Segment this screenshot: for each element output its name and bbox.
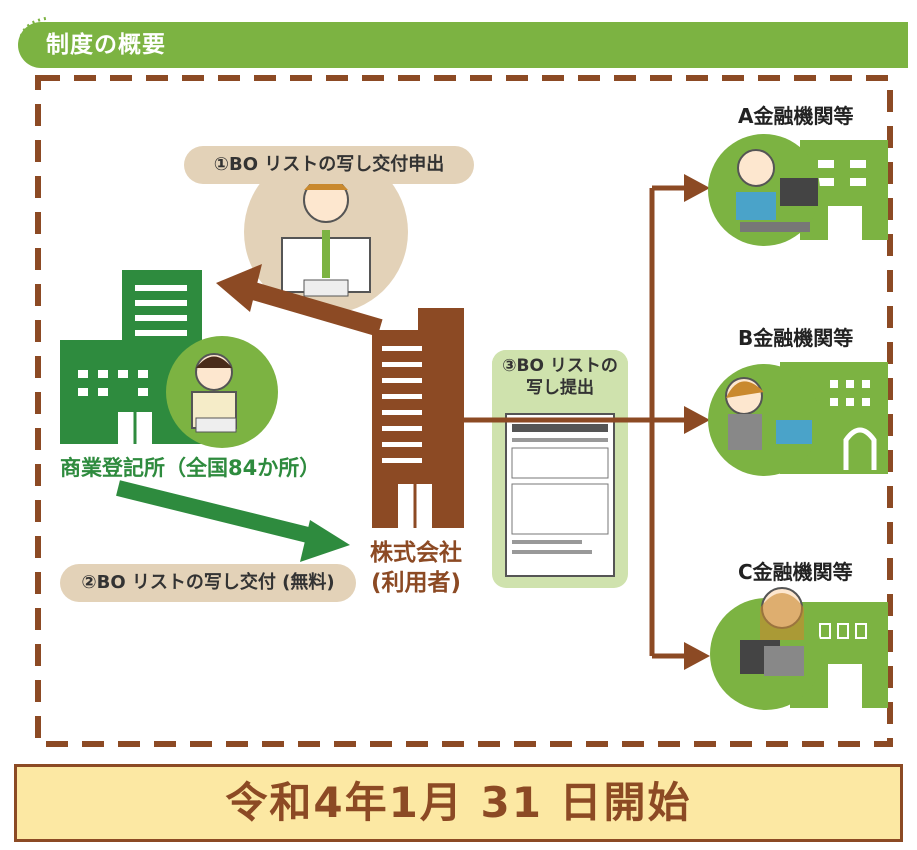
applicant-person-illustration xyxy=(244,150,408,314)
start-date-text: 令和4年1月 31 日開始 xyxy=(225,778,692,827)
distribution-arrows xyxy=(464,174,710,670)
company-label: 株式会社 (利用者) xyxy=(366,538,466,598)
bank-b-label: B金融機関等 xyxy=(738,326,854,350)
step3-label-line1: ③BO リストの xyxy=(502,356,618,376)
arrow-issue-to-company xyxy=(116,480,350,562)
company-label-line2: (利用者) xyxy=(370,570,462,596)
section-header-bar xyxy=(18,22,908,68)
company-label-line1: 株式会社 xyxy=(370,540,462,566)
arrow-request-to-registry xyxy=(216,264,383,337)
bank-c-label: C金融機関等 xyxy=(738,560,853,584)
company-building-icon xyxy=(372,308,464,528)
bank-a-label: A金融機関等 xyxy=(738,104,854,128)
step3-submit-label: ③BO リストの 写し提出 xyxy=(492,350,628,413)
bank-a-illustration xyxy=(708,134,888,246)
step2-issue-label: ②BO リストの写し交付 (無料) xyxy=(60,564,356,602)
dotted-arc-decoration xyxy=(18,16,49,43)
step3-label-line2: 写し提出 xyxy=(526,378,594,398)
bank-c-illustration xyxy=(710,587,888,710)
section-title: 制度の概要 xyxy=(46,32,166,58)
start-date-banner xyxy=(14,764,903,842)
bank-b-illustration xyxy=(708,362,888,476)
dashed-frame xyxy=(35,75,893,747)
registry-building-icon xyxy=(60,270,278,448)
step1-request-label: ①BO リストの写し交付申出 xyxy=(184,146,474,184)
registry-label: 商業登記所（全国84か所） xyxy=(60,456,321,480)
